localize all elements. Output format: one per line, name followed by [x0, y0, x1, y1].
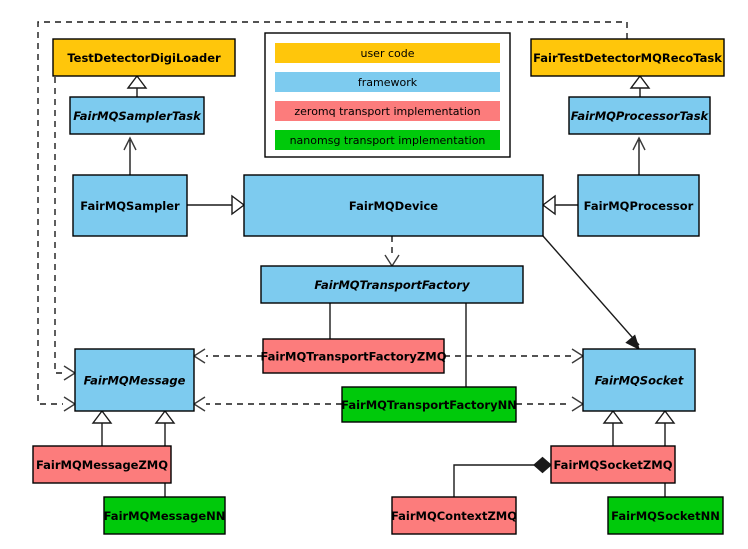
legend: user code framework zeromq transport imple… — [264, 32, 511, 158]
legend-item-framework[interactable]: framework — [275, 72, 500, 92]
class-box[interactable] — [391, 496, 517, 535]
legend-swatch — [275, 101, 500, 121]
class-name-label: FairMQSocketZMQ — [554, 458, 673, 472]
class-name-label: FairMQContextZMQ — [391, 509, 517, 523]
navigable-arrowhead — [625, 334, 640, 351]
class-name-label: FairMQTransportFactoryNN — [341, 398, 517, 412]
class-node-fair-mqsocket-zmq[interactable]: FairMQSocketZMQ — [550, 445, 676, 484]
class-box[interactable] — [74, 348, 195, 412]
class-name-label: FairMQMessageZMQ — [36, 458, 168, 472]
class-node-fair-mqtransport-factory-nn[interactable]: FairMQTransportFactoryNN — [341, 386, 517, 423]
generalization-arrowhead — [629, 74, 651, 89]
class-name-label: FairMQDevice — [349, 199, 438, 213]
class-node-fair-mqtransport-factory[interactable]: FairMQTransportFactory — [260, 265, 524, 304]
class-box[interactable] — [69, 96, 205, 135]
class-name-label: FairMQSocketNN — [611, 509, 720, 523]
class-box[interactable] — [262, 338, 445, 374]
class-name-label: FairMQMessage — [84, 374, 186, 388]
class-name-label: FairMQTransportFactoryZMQ — [260, 350, 446, 364]
class-node-fair-mqmessage-nn[interactable]: FairMQMessageNN — [103, 496, 226, 535]
class-box[interactable] — [341, 386, 517, 423]
class-box[interactable] — [607, 496, 724, 535]
class-name-label: FairTestDetectorMQRecoTask — [533, 51, 722, 65]
class-name-label: FairMQProcessor — [584, 199, 694, 213]
legend-label: zeromq transport implementation — [294, 105, 480, 118]
class-box[interactable] — [550, 445, 676, 484]
legend-swatch — [275, 43, 500, 63]
legend-swatch — [275, 130, 500, 150]
class-node-fair-mqtransport-factory-zmq[interactable]: FairMQTransportFactoryZMQ — [260, 338, 447, 374]
legend-swatch — [275, 72, 500, 92]
class-name-label: TestDetectorDigiLoader — [67, 51, 221, 65]
dependency-arrowhead — [571, 348, 585, 364]
legend-label: user code — [360, 47, 414, 60]
class-box[interactable] — [32, 445, 172, 484]
class-name-label: FairMQMessageNN — [104, 509, 226, 523]
class-node-fair-mqprocessor-task[interactable]: FairMQProcessorTask — [568, 96, 711, 135]
class-box[interactable] — [260, 265, 524, 304]
association-arrowhead — [632, 136, 646, 151]
class-name-label: FairMQSampler — [80, 199, 180, 213]
class-box[interactable] — [52, 38, 236, 77]
class-node-fair-test-detector-mqreco-task[interactable]: FairTestDetectorMQRecoTask — [530, 38, 725, 77]
legend-item-user-code[interactable]: user code — [275, 43, 500, 63]
class-node-fair-mqsampler-task[interactable]: FairMQSamplerTask — [69, 96, 205, 135]
generalization-arrowhead — [654, 409, 676, 424]
nodes-layer: TestDetectorDigiLoader FairTestDetectorMQ… — [32, 38, 725, 535]
class-box[interactable] — [582, 348, 696, 412]
dependency-arrowhead — [63, 396, 77, 412]
dependency-arrowhead — [63, 365, 77, 381]
class-box[interactable] — [577, 174, 700, 237]
class-node-fair-mqcontext-zmq[interactable]: FairMQContextZMQ — [391, 496, 517, 535]
dependency-arrowhead — [192, 396, 206, 412]
class-box[interactable] — [72, 174, 188, 237]
class-node-fair-mqsampler[interactable]: FairMQSampler — [72, 174, 188, 237]
generalization-arrowhead — [154, 409, 176, 424]
socketzmq-to-contextzmq-path — [453, 464, 551, 497]
legend-item-nanomsg-transport-implementation[interactable]: nanomsg transport implementation — [275, 130, 500, 150]
generalization-arrowhead — [231, 194, 246, 216]
class-node-fair-mqprocessor[interactable]: FairMQProcessor — [577, 174, 700, 237]
class-name-label: FairMQSamplerTask — [73, 109, 202, 123]
legend-item-zeromq-transport-implementation[interactable]: zeromq transport implementation — [275, 101, 500, 121]
dependency-arrowhead — [384, 254, 400, 268]
digiloader-to-message-path — [53, 56, 63, 374]
class-node-fair-mqdevice[interactable]: FairMQDevice — [243, 174, 544, 237]
legend-label: nanomsg transport implementation — [290, 134, 486, 147]
class-node-fair-mqmessage[interactable]: FairMQMessage — [74, 348, 195, 412]
generalization-arrowhead — [602, 409, 624, 424]
class-box[interactable] — [103, 496, 226, 535]
generalization-arrowhead — [541, 194, 556, 216]
class-name-label: FairMQTransportFactory — [314, 278, 470, 292]
generalization-arrowhead — [91, 409, 113, 424]
edge-line — [542, 235, 640, 346]
class-node-fair-mqsocket[interactable]: FairMQSocket — [582, 348, 696, 412]
class-node-fair-mqmessage-zmq[interactable]: FairMQMessageZMQ — [32, 445, 172, 484]
class-box[interactable] — [568, 96, 711, 135]
class-node-fair-mqsocket-nn[interactable]: FairMQSocketNN — [607, 496, 724, 535]
class-node-test-detector-digi-loader[interactable]: TestDetectorDigiLoader — [52, 38, 236, 77]
composition-diamond — [533, 456, 552, 474]
class-box[interactable] — [530, 38, 725, 77]
recotask-to-message-path — [37, 21, 628, 405]
class-box[interactable] — [243, 174, 544, 237]
association-arrowhead — [123, 136, 137, 151]
dependency-arrowhead — [192, 348, 206, 364]
generalization-arrowhead — [126, 74, 148, 89]
class-name-label: FairMQSocket — [595, 374, 684, 388]
legend-label: framework — [358, 76, 418, 89]
class-name-label: FairMQProcessorTask — [571, 109, 710, 123]
dependency-arrowhead — [571, 396, 585, 412]
